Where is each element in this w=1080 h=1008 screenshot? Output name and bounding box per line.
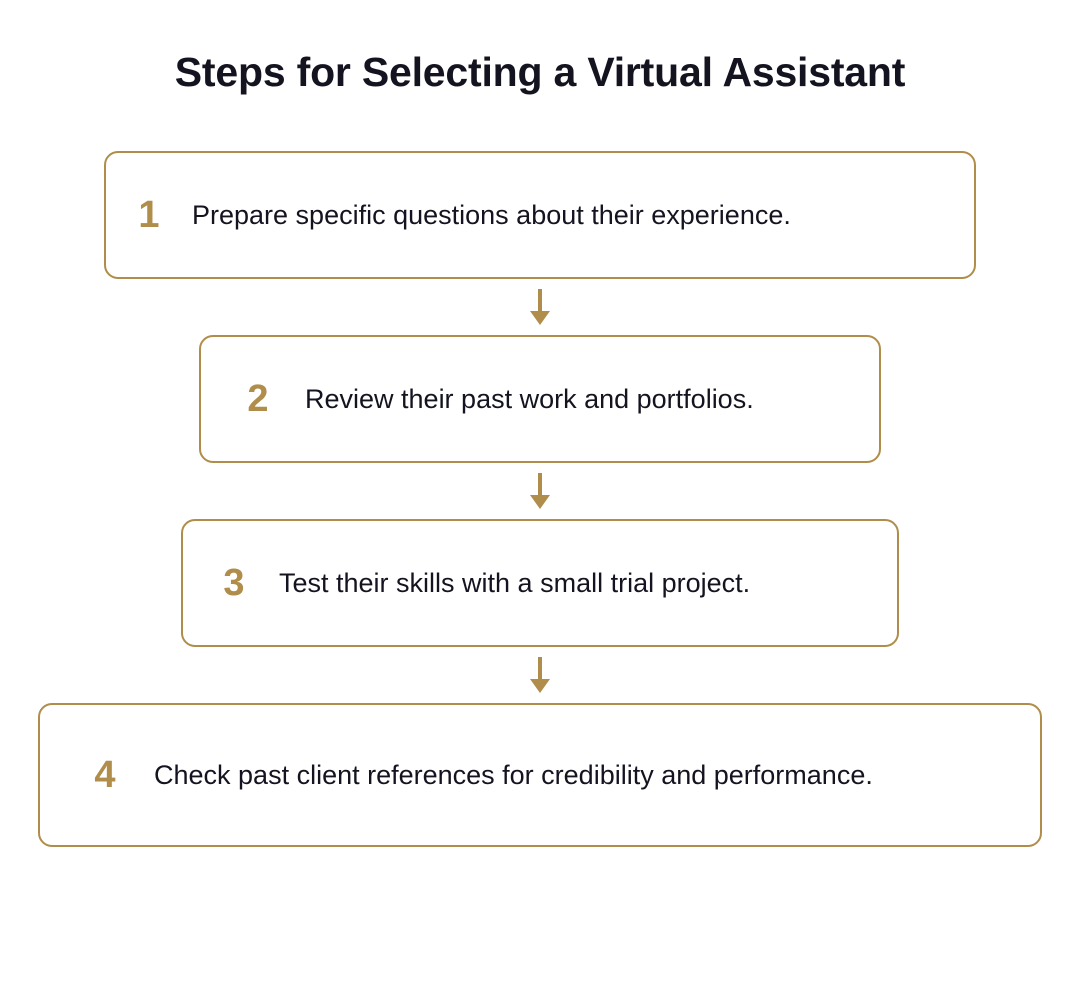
step-text-3: Test their skills with a small trial pro… xyxy=(279,567,751,598)
step-number-3: 3 xyxy=(223,562,245,605)
step-box-1[interactable]: 1 Prepare specific questions about their… xyxy=(104,151,976,280)
step-number-1: 1 xyxy=(138,194,160,237)
steps-flow: 1 Prepare specific questions about their… xyxy=(0,151,1080,848)
step-text-2: Review their past work and portfolios. xyxy=(305,383,754,414)
step-number-4: 4 xyxy=(94,754,116,797)
page-title: Steps for Selecting a Virtual Assistant xyxy=(174,49,906,95)
connector-1-2 xyxy=(0,279,1080,335)
connector-2-3 xyxy=(0,463,1080,519)
arrow-down-icon xyxy=(527,471,553,511)
step-box-2[interactable]: 2 Review their past work and portfolios. xyxy=(199,335,881,464)
step-number-2: 2 xyxy=(247,378,269,421)
arrow-down-icon xyxy=(527,287,553,327)
step-text-4: Check past client references for credibi… xyxy=(154,759,873,790)
arrow-down-icon xyxy=(527,655,553,695)
connector-3-4 xyxy=(0,647,1080,703)
step-box-4[interactable]: 4 Check past client references for credi… xyxy=(38,703,1042,848)
step-box-3[interactable]: 3 Test their skills with a small trial p… xyxy=(181,519,899,648)
step-text-1: Prepare specific questions about their e… xyxy=(192,199,791,230)
